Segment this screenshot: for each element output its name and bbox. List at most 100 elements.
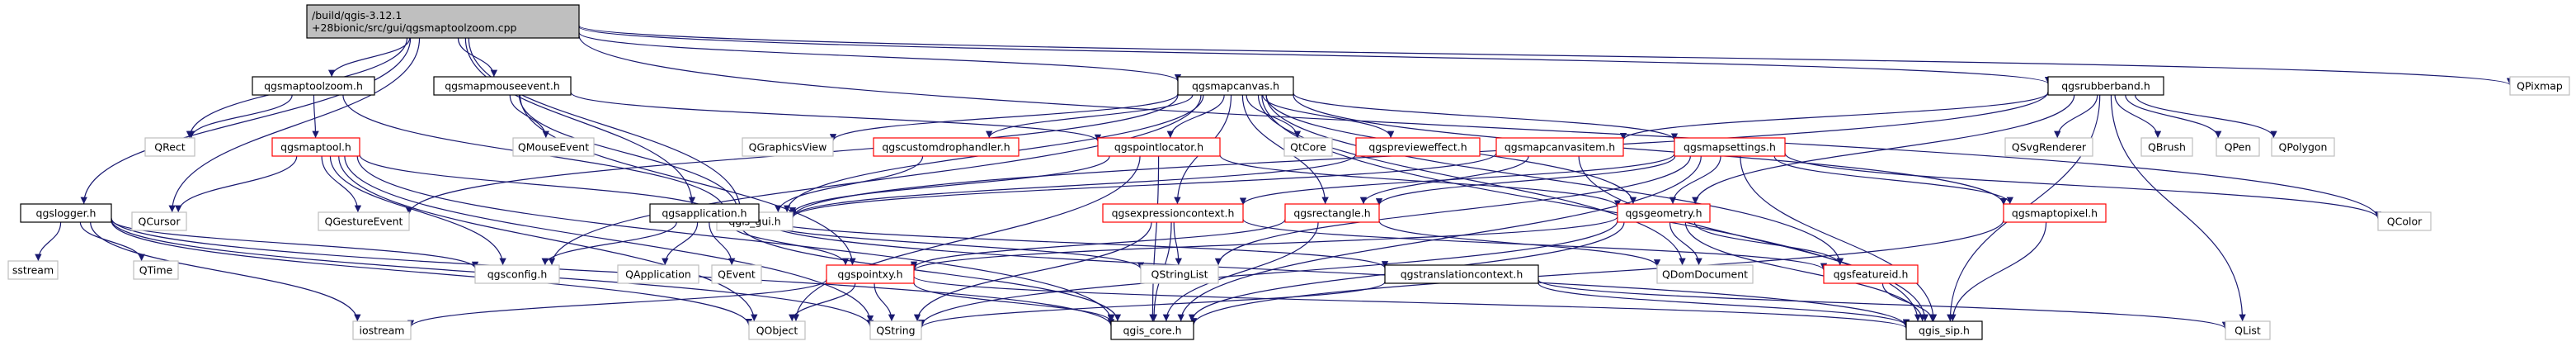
node-root[interactable]: /build/qgis-3.12.1+28bionic/src/gui/qgsm… — [306, 4, 580, 39]
node-box — [133, 260, 179, 280]
node-qgsrubberband-h[interactable]: qgsrubberband.h — [2047, 76, 2164, 96]
node-box — [474, 264, 560, 284]
node-QPixmap: QPixmap — [2509, 76, 2570, 96]
node-box — [1283, 137, 1333, 157]
node-box — [271, 137, 360, 157]
node-box — [252, 76, 375, 96]
node-qgspointxy-h[interactable]: qgspointxy.h — [826, 264, 915, 284]
node-qgsgeometry-h[interactable]: qgsgeometry.h — [1617, 203, 1711, 223]
edge-qgsmapsettings_h-to-qgsgeometry_h — [1669, 155, 1721, 205]
edge-qgsfeatureid_h-to-qgis_sip_h — [1881, 282, 1936, 322]
edge-qgsmapcanvas_h-to-qgsfeatureid_h — [1265, 94, 1844, 266]
edge-root-to-qgsapplication_h — [464, 37, 696, 205]
node-qgsconfig-h: qgsconfig.h — [474, 264, 560, 284]
node-box — [1097, 137, 1221, 157]
edge-qgsmapmouseevent_h-to-qgspointlocator_h — [570, 92, 1102, 142]
node-box — [826, 264, 915, 284]
node-label: qgsapplication.h — [662, 207, 746, 220]
node-box — [1823, 264, 1919, 284]
node-QTime: QTime — [133, 260, 179, 280]
node-box — [512, 137, 595, 157]
node-qgsmaptopixel-h[interactable]: qgsmaptopixel.h — [2003, 203, 2107, 223]
node-box — [1355, 137, 1481, 157]
node-label: QRect — [154, 141, 186, 154]
node-QList: QList — [2225, 320, 2271, 340]
edge-qgsapplication_h-to-QEvent — [709, 221, 736, 266]
node-label: QPixmap — [2517, 80, 2563, 92]
node-label: QList — [2235, 325, 2261, 337]
node-qgsrectangle-h[interactable]: qgsrectangle.h — [1284, 203, 1380, 223]
node-QSvgRenderer: QSvgRenderer — [2004, 137, 2093, 157]
node-qgis-core-h[interactable]: qgis_core.h — [1110, 320, 1194, 340]
edge-qgspointlocator_h-to-qgis_gui_h — [789, 155, 1110, 215]
node-label: QPen — [2225, 141, 2252, 154]
edge-root-to-qgsrubberband_h — [578, 26, 2051, 84]
edge-qgsrubberband_h-to-qgsgeometry_h — [1692, 94, 2075, 205]
node-qgspointlocator-h[interactable]: qgspointlocator.h — [1097, 137, 1221, 157]
edge-qgsmaptool_h-to-qgsconfig_h — [329, 155, 506, 266]
node-qgsmaptool-h[interactable]: qgsmaptool.h — [271, 137, 360, 157]
edge-qgsgeometry_h-to-QString — [917, 220, 1618, 327]
edge-root-to-qgis_gui_h — [468, 37, 744, 213]
node-qgsmapcanvas-h[interactable]: qgsmapcanvas.h — [1177, 76, 1294, 96]
node-box — [1140, 264, 1219, 284]
node-label: QApplication — [625, 268, 691, 281]
node-label: /build/qgis-3.12.1 — [312, 9, 402, 21]
node-box — [131, 211, 187, 231]
edge-qgsmapsettings_h-to-qgsmaptopixel_h — [1773, 155, 2013, 205]
node-qgsmapcanvasitem-h[interactable]: qgsmapcanvasitem.h — [1495, 137, 1624, 157]
node-label: iostream — [360, 325, 405, 337]
edge-qgsmapcanvas_h-to-qgsmaptopixel_h — [1293, 94, 2008, 206]
node-qgis-sip-h[interactable]: qgis_sip.h — [1905, 320, 1983, 340]
node-box — [1177, 76, 1294, 96]
node-QEvent: QEvent — [711, 264, 762, 284]
edge-qgslogger_h-to-qgis_core_h — [111, 217, 1115, 326]
edge-qgslogger_h-to-QTime — [79, 221, 145, 262]
node-box — [1110, 320, 1194, 340]
node-qgsmapmouseevent-h[interactable]: qgsmapmouseevent.h — [433, 76, 572, 96]
node-label: QPolygon — [2279, 141, 2328, 154]
node-qgsfeatureid-h[interactable]: qgsfeatureid.h — [1823, 264, 1919, 284]
node-label: QBrush — [2148, 141, 2186, 154]
edge-qgspointxy_h-to-QObject — [789, 282, 856, 322]
edge-qgspreviewеffect_h-to-qgis_gui_h — [789, 154, 1357, 218]
edge-qgsrubberband_h-to-QPen — [2125, 94, 2222, 139]
node-label: QObject — [756, 325, 798, 337]
node-qgsmapsettings-h[interactable]: qgsmapsettings.h — [1674, 137, 1786, 157]
node-label: QDomDocument — [1662, 268, 1748, 281]
edge-root-to-qgslogger_h — [80, 37, 412, 205]
node-label: sstream — [12, 264, 54, 277]
edge-qgsmapsettings_h-to-qgis_sip_h — [1740, 155, 1938, 322]
node-box — [2509, 76, 2570, 96]
node-qgsexpressioncontext-h[interactable]: qgsexpressioncontext.h — [1102, 203, 1244, 223]
node-box — [1284, 203, 1380, 223]
edge-qgsgeometry_h-to-QDomDocument — [1669, 221, 1702, 266]
node-label: qgsfeatureid.h — [1834, 268, 1909, 281]
node-QGestureEvent: QGestureEvent — [318, 211, 410, 231]
node-label: qgsexpressioncontext.h — [1112, 207, 1235, 220]
node-label: qgspointlocator.h — [1114, 141, 1203, 154]
node-label: QCursor — [139, 216, 181, 228]
node-label: qgsmaptool.h — [280, 141, 351, 154]
node-qgspreviewеffect-h[interactable]: qgspreviewеffect.h — [1355, 137, 1481, 157]
node-qgscustomdrophandler-h[interactable]: qgscustomdrophandler.h — [873, 137, 1020, 157]
edge-qgspointxy_h-to-iostream — [407, 278, 827, 328]
node-box — [1384, 264, 1539, 284]
node-box — [144, 137, 195, 157]
edge-qgsapplication_h-to-QApplication — [662, 221, 699, 266]
edge-qgscustomdrophandler_h-to-qgis_gui_h — [775, 155, 924, 213]
node-box — [748, 320, 806, 340]
edge-qgsmaptoolzoom_h-to-qgsmaptool_h — [312, 94, 319, 139]
dependency-nodes: /build/qgis-3.12.1+28bionic/src/gui/qgsm… — [7, 4, 2570, 340]
node-qgslogger-h[interactable]: qgslogger.h — [20, 203, 112, 223]
edge-qgsapplication_h-to-qgis_core_h — [738, 221, 1122, 322]
node-qgstranslationcontext-h[interactable]: qgstranslationcontext.h — [1384, 264, 1539, 284]
edge-qgsmaptool_h-to-QGestureEvent — [321, 155, 362, 213]
node-label: qgsgeometry.h — [1625, 207, 1702, 220]
node-label: qgsmapmouseevent.h — [445, 80, 560, 92]
node-qgsmaptoolzoom-h[interactable]: qgsmaptoolzoom.h — [252, 76, 375, 96]
node-box — [433, 76, 572, 96]
node-qgsapplication-h[interactable]: qgsapplication.h — [649, 203, 760, 223]
edge-qgsrectangle_h-to-qgis_core_h — [1162, 221, 1319, 322]
node-label: QtCore — [1290, 141, 1326, 154]
